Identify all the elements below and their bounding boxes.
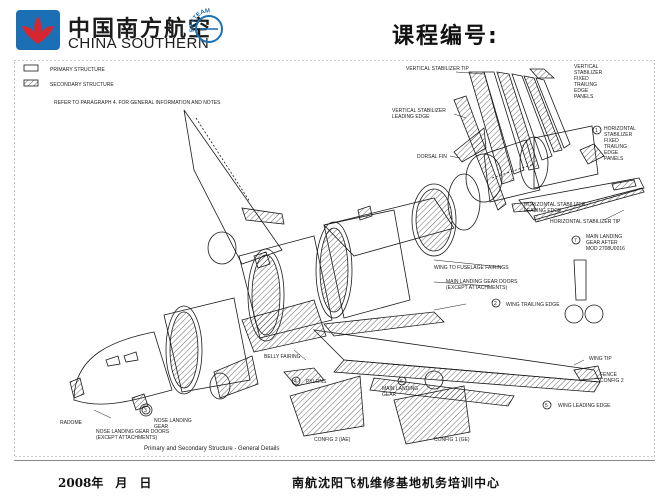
label-mlg-1: MAIN LANDING (382, 386, 418, 392)
secondary-structure-swatch (23, 79, 39, 87)
kapok-logo-icon (16, 10, 60, 50)
label-dorsal-fin: DORSAL FIN (417, 154, 447, 160)
label-radome: RADOME (60, 420, 83, 426)
label-hst-fixed-te-1: HORIZONTAL (604, 126, 636, 132)
aircraft-structure-diagram: PRIMARY STRUCTURE SECONDARY STRUCTURE RE… (14, 60, 655, 457)
label-config2: CONFIG 2 (IAE) (314, 437, 351, 443)
label-config1: CONFIG 1 (GE) (434, 437, 470, 443)
legend-secondary: SECONDARY STRUCTURE (50, 82, 114, 88)
label-mlg-doors-2: (EXCEPT ATTACHMENTS) (446, 285, 507, 291)
footer-date: 2008年 月 日 (58, 476, 152, 490)
label-hst-fixed-te-6: PANELS (604, 156, 624, 162)
label-vst-fixed-te-1: VERTICAL (574, 64, 599, 70)
label-horiz-stab-tip: HORIZONTAL STABILIZER TIP (550, 219, 621, 225)
skyteam-logo-icon: SKYTEAM (189, 8, 223, 43)
nose-section (69, 331, 173, 417)
vertical-stabilizer-le (453, 95, 507, 211)
label-hst-fixed-te-5: EDGE (604, 150, 619, 156)
callout-2: 2 (494, 301, 497, 307)
callout-1: 1 (595, 128, 598, 134)
label-hst-fixed-te-2: STABILIZER (604, 132, 633, 138)
label-vst-fixed-te-5: EDGE (574, 88, 589, 94)
label-vst-fixed-te-6: PANELS (574, 94, 594, 100)
slide-header: 中国南方航空 CHINA SOUTHERN SKYTEAM 课程编号: (0, 0, 667, 58)
label-wing-le: WING LEADING EDGE (558, 403, 611, 409)
label-mlg-2: GEAR (382, 392, 397, 398)
label-mlg-after-2: GEAR AFTER (586, 240, 618, 246)
label-hst-fixed-te-3: FIXED (604, 138, 619, 144)
footer-divider (14, 460, 655, 461)
label-vst-fixed-te-3: FIXED (574, 76, 589, 82)
company-name-cn: 中国南方航空 (68, 17, 213, 42)
label-fence-2: CONFIG 2 (600, 378, 624, 384)
engines (209, 355, 471, 445)
label-pylons: PYLONS (306, 379, 327, 385)
callout-5: 5 (545, 403, 548, 409)
label-mlg-after-3: MOD 2708U0016 (586, 246, 625, 252)
main-landing-gear (424, 259, 604, 390)
label-vst-fixed-te-4: TRAILING (574, 82, 597, 88)
vertical-stabilizer-te-panels (468, 71, 571, 185)
footer-organization: 南航沈阳飞机维修基地机务培训中心 (292, 476, 501, 490)
legend-note: REFER TO PARAGRAPH 4. FOR GENERAL INFORM… (54, 100, 221, 106)
diagram-caption: Primary and Secondary Structure - Genera… (144, 446, 279, 452)
aft-fuselage (465, 125, 605, 203)
label-wing-tip: WING TIP (589, 356, 612, 362)
callout-4: 4 (294, 379, 297, 385)
company-name-en: CHINA SOUTHERN (68, 35, 210, 52)
primary-structure-swatch (23, 64, 39, 72)
label-wing-fuse-fairings: WING TO FUSELAGE FAIRINGS (434, 265, 509, 271)
vertical-stabilizer-tip (529, 68, 556, 79)
left-wing (183, 109, 285, 265)
leader-lines (93, 71, 625, 419)
label-mlg-doors-1: MAIN LANDING GEAR DOORS (446, 279, 518, 285)
fuselage-sections (163, 173, 481, 395)
belly-fairing (241, 299, 327, 353)
dorsal-fin (453, 127, 487, 163)
label-nlg-doors-2: (EXCEPT ATTACHMENTS) (96, 435, 157, 441)
label-nlg-1: NOSE LANDING (154, 418, 192, 424)
label-fence-1: FENCE (600, 372, 618, 378)
label-hst-fixed-te-4: TRAILING (604, 144, 627, 150)
legend-primary: PRIMARY STRUCTURE (50, 67, 105, 73)
callout-3: 3 (144, 408, 147, 414)
label-wing-te: WING TRAILING EDGE (506, 302, 560, 308)
label-nlg-doors-1: NOSE LANDING GEAR DOORS (96, 429, 170, 435)
label-vert-stab-le-1: VERTICAL STABILIZER (392, 108, 446, 114)
label-vert-stab-le-2: LEADING EDGE (392, 114, 430, 120)
label-horiz-stab-le-2: LEADING EDGE (524, 208, 562, 214)
label-belly-fairing: BELLY FAIRING (264, 354, 301, 360)
label-mlg-after-1: MAIN LANDING (586, 234, 622, 240)
course-number-label: 课程编号: (392, 24, 499, 49)
label-vert-stab-tip: VERTICAL STABILIZER TIP (406, 66, 470, 72)
callout-6: 6 (400, 379, 403, 385)
label-horiz-stab-le-1: HORIZONTAL STABILIZER (524, 202, 586, 208)
label-nlg-2: GEAR (154, 424, 169, 430)
callout-markers: 1 7 2 4 6 5 3 (141, 125, 602, 415)
label-vst-fixed-te-2: STABILIZER (574, 70, 603, 76)
right-wing (312, 311, 603, 407)
horizontal-stabilizer (511, 177, 645, 223)
callout-7: 7 (574, 238, 577, 244)
